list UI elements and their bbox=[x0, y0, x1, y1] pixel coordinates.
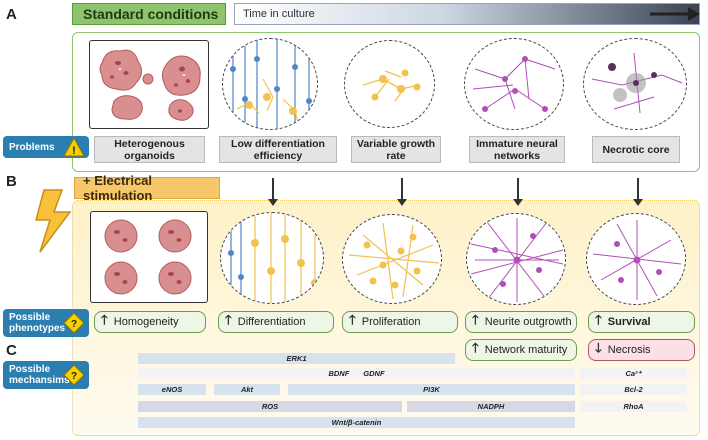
up-arrow-icon: 🡑 bbox=[595, 312, 602, 327]
phenotype-neurite-outgrowth: 🡑 Neurite outgrowth bbox=[465, 311, 577, 333]
dense-purple-network-icon bbox=[470, 218, 564, 302]
phenotype-necrosis: 🡓 Necrosis bbox=[588, 339, 695, 361]
svg-text:?: ? bbox=[71, 319, 77, 330]
possible-phenotypes-label-text: Possible phenotypes bbox=[9, 312, 66, 334]
down-arrow-2 bbox=[397, 178, 406, 206]
phenotype-proliferation: 🡑 Proliferation bbox=[342, 311, 458, 333]
enhanced-differentiation-illustration bbox=[220, 212, 324, 304]
mechanism-wnt: Wnt/β-catenin bbox=[138, 417, 575, 428]
down-arrow-1 bbox=[268, 178, 277, 206]
phenotype-homogeneity-text: Homogeneity bbox=[113, 316, 179, 328]
problem-low-differentiation: Low differentiation efficiency bbox=[219, 136, 337, 163]
enhanced-proliferation-illustration bbox=[342, 214, 442, 304]
organoids-icon bbox=[99, 49, 201, 121]
mechanism-rhoa: RhoA bbox=[580, 401, 687, 412]
question-diamond-icon: ? bbox=[63, 312, 85, 334]
mechanism-ca: Ca²⁺ bbox=[580, 368, 687, 379]
problem-heterogenous-organoids: Heterogenous organoids bbox=[94, 136, 205, 163]
lightning-bolt-icon bbox=[35, 189, 72, 253]
possible-mechanisms-label-text: Possible mechansims bbox=[9, 364, 70, 386]
problem-necrotic-core: Necrotic core bbox=[592, 136, 680, 163]
up-arrow-icon: 🡑 bbox=[472, 340, 479, 355]
uniform-organoids-icon bbox=[104, 219, 192, 295]
phenotype-necrosis-text: Necrosis bbox=[607, 344, 651, 356]
section-label-c: C bbox=[6, 342, 17, 359]
down-arrow-4 bbox=[633, 178, 642, 206]
neurons-mixed-icon bbox=[230, 39, 312, 129]
heterogenous-organoids-illustration bbox=[89, 40, 209, 129]
improved-survival-illustration bbox=[586, 213, 686, 305]
svg-text:?: ? bbox=[71, 371, 77, 382]
mechanism-nadph: NADPH bbox=[407, 401, 575, 412]
phenotype-homogeneity: 🡑 Homogeneity bbox=[94, 311, 206, 333]
down-arrow-3 bbox=[513, 178, 522, 206]
problem-immature-networks: Immature neural networks bbox=[469, 136, 565, 163]
dense-yellow-neurons-icon bbox=[348, 222, 440, 300]
problems-label-text: Problems bbox=[9, 141, 55, 153]
question-diamond-icon: ? bbox=[63, 364, 85, 386]
phenotype-proliferation-text: Proliferation bbox=[361, 316, 421, 328]
phenotype-differentiation: 🡑 Differentiation bbox=[218, 311, 334, 333]
necrotic-cells-icon bbox=[591, 52, 683, 114]
variable-growth-illustration bbox=[344, 40, 435, 128]
phenotype-differentiation-text: Differentiation bbox=[237, 316, 306, 328]
mechanism-ros: ROS bbox=[138, 401, 402, 412]
differentiated-neurons-icon bbox=[228, 213, 319, 303]
up-arrow-icon: 🡑 bbox=[101, 312, 108, 327]
time-in-culture-label: Time in culture bbox=[243, 8, 315, 20]
mechanism-bdnf-gdnf: BDNF GDNF bbox=[138, 368, 575, 379]
mechanism-enos: eNOS bbox=[138, 384, 206, 395]
phenotype-network-maturity: 🡑 Network maturity bbox=[465, 339, 577, 361]
necrotic-core-illustration bbox=[583, 38, 687, 130]
mechanism-bdnf-text: BDNF bbox=[328, 369, 350, 378]
healthy-network-icon bbox=[592, 220, 682, 300]
standard-conditions-banner: Standard conditions bbox=[72, 3, 226, 25]
phenotype-network-maturity-text: Network maturity bbox=[484, 344, 568, 356]
phenotype-survival: 🡑 Survival bbox=[588, 311, 695, 333]
up-arrow-icon: 🡑 bbox=[349, 312, 356, 327]
up-arrow-icon: 🡑 bbox=[225, 312, 232, 327]
mechanism-gdnf-text: GDNF bbox=[363, 369, 385, 378]
section-label-b: B bbox=[6, 173, 17, 190]
electrical-stimulation-banner: + Electrical stimulation bbox=[74, 173, 220, 203]
up-arrow-icon: 🡑 bbox=[472, 312, 479, 327]
phenotype-neurite-outgrowth-text: Neurite outgrowth bbox=[484, 316, 572, 328]
warning-icon: ! bbox=[63, 137, 85, 157]
yellow-neurons-icon bbox=[362, 69, 421, 102]
mechanism-erk1: ERK1 bbox=[138, 353, 455, 364]
svg-text:!: ! bbox=[72, 145, 76, 157]
neurite-outgrowth-illustration bbox=[466, 213, 566, 305]
purple-network-icon bbox=[472, 56, 556, 112]
low-differentiation-illustration bbox=[222, 38, 318, 130]
mechanism-pi3k: PI3K bbox=[288, 384, 575, 395]
immature-network-illustration bbox=[464, 38, 564, 130]
time-in-culture-bar: Time in culture bbox=[234, 3, 700, 25]
homogeneous-organoids-illustration bbox=[90, 211, 208, 303]
mechanism-bcl2: Bcl-2 bbox=[580, 384, 687, 395]
down-arrow-icon: 🡓 bbox=[595, 340, 602, 355]
time-arrow-icon bbox=[650, 7, 700, 21]
phenotype-survival-text: Survival bbox=[607, 316, 651, 328]
problem-variable-growth: Variable growth rate bbox=[351, 136, 441, 163]
mechanism-akt: Akt bbox=[214, 384, 280, 395]
section-label-a: A bbox=[6, 6, 17, 23]
